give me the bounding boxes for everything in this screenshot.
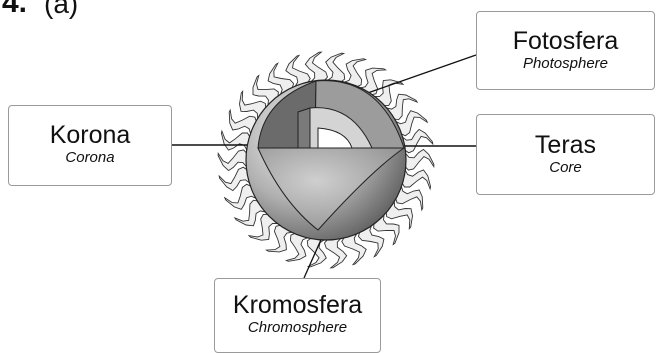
label-photosphere-main: Fotosfera	[477, 27, 654, 55]
label-photosphere-sub: Photosphere	[477, 55, 654, 73]
label-chromosphere-main: Kromosfera	[215, 291, 380, 319]
label-corona-sub: Corona	[9, 149, 171, 167]
corona-flame	[325, 53, 345, 83]
label-core: Teras Core	[476, 114, 655, 195]
leader-line-photosphere	[362, 55, 476, 95]
label-core-main: Teras	[477, 131, 654, 159]
label-chromosphere-sub: Chromosphere	[215, 319, 380, 337]
label-corona: Korona Corona	[8, 105, 172, 186]
label-chromosphere: Kromosfera Chromosphere	[214, 278, 381, 353]
label-corona-main: Korona	[9, 121, 171, 149]
inner-layer-side	[298, 108, 310, 148]
label-photosphere: Fotosfera Photosphere	[476, 11, 655, 90]
label-core-sub: Core	[477, 159, 654, 177]
